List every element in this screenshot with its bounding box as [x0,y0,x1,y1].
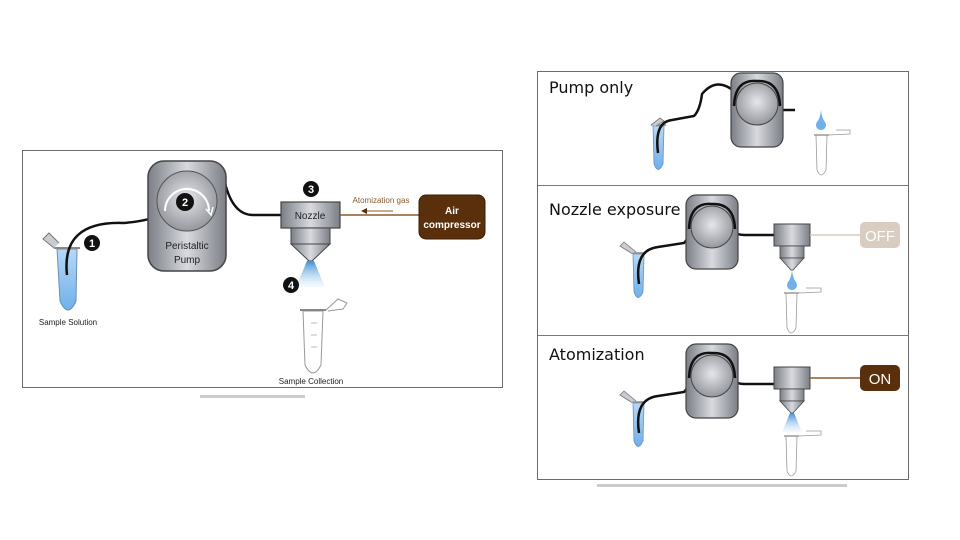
sample-collection-tube [300,298,348,374]
svg-text:OFF: OFF [865,228,895,245]
svg-text:3: 3 [308,184,314,196]
setup-diagram: 1 Sample Solution 2 Peristaltic Pump 3 N… [39,160,486,386]
svg-text:2: 2 [182,197,188,209]
spray-mist [296,261,325,287]
section-title-atomization: Atomization [549,345,645,364]
section-divider [538,185,908,186]
nozzle-exposure-section: OFF [619,194,900,334]
sample-solution-tube [42,232,80,311]
step-2-marker [176,193,194,211]
svg-text:Air: Air [445,206,459,217]
step-3-marker [303,181,319,197]
sample-tube [619,241,646,298]
nozzle [773,366,811,414]
section-title-pump-only: Pump only [549,78,634,97]
atomization-section: ON [619,343,900,477]
atomization-gas-label: Atomization gas [353,196,410,205]
pump-label-line1: Peristaltic [165,241,208,252]
peristaltic-pump [730,72,784,148]
peristaltic-pump [685,194,739,270]
pump-label-line2: Pump [174,255,201,266]
step-1-marker: 1 [84,235,100,251]
peristaltic-pump: 2 Peristaltic Pump [147,160,227,272]
liquid-drop [787,270,797,290]
peristaltic-pump [685,343,739,419]
pump-only-section [650,72,851,176]
collection-tube [814,129,851,176]
compressor-off-badge: OFF [860,222,900,248]
collection-tube [784,430,822,477]
sample-solution-label: Sample Solution [39,318,97,327]
spray-mist [782,413,802,432]
section-title-nozzle-exposure: Nozzle exposure [549,200,681,219]
liquid-drop [816,110,826,130]
setup-diagram-panel: 1 Sample Solution 2 Peristaltic Pump 3 N… [22,150,503,388]
sample-collection-label: Sample Collection [279,377,343,386]
svg-text:Nozzle: Nozzle [295,211,326,222]
left-caption-clipped [200,395,305,398]
nozzle: 3 Nozzle 4 [280,181,341,293]
step-4-marker [283,277,299,293]
svg-text:1: 1 [89,238,95,250]
nozzle [773,223,811,271]
modes-diagram-panel: Pump only Nozzle exposure Atomization [537,71,909,480]
section-divider [538,335,908,336]
modes-diagram: OFF [619,72,900,477]
collection-tube [784,287,822,334]
right-caption-clipped [597,484,847,487]
svg-text:ON: ON [869,371,892,388]
sample-tube [619,390,646,447]
air-compressor: Air compressor [418,194,486,240]
svg-text:compressor: compressor [423,220,480,231]
compressor-on-badge: ON [860,365,900,391]
svg-text:4: 4 [288,280,295,292]
